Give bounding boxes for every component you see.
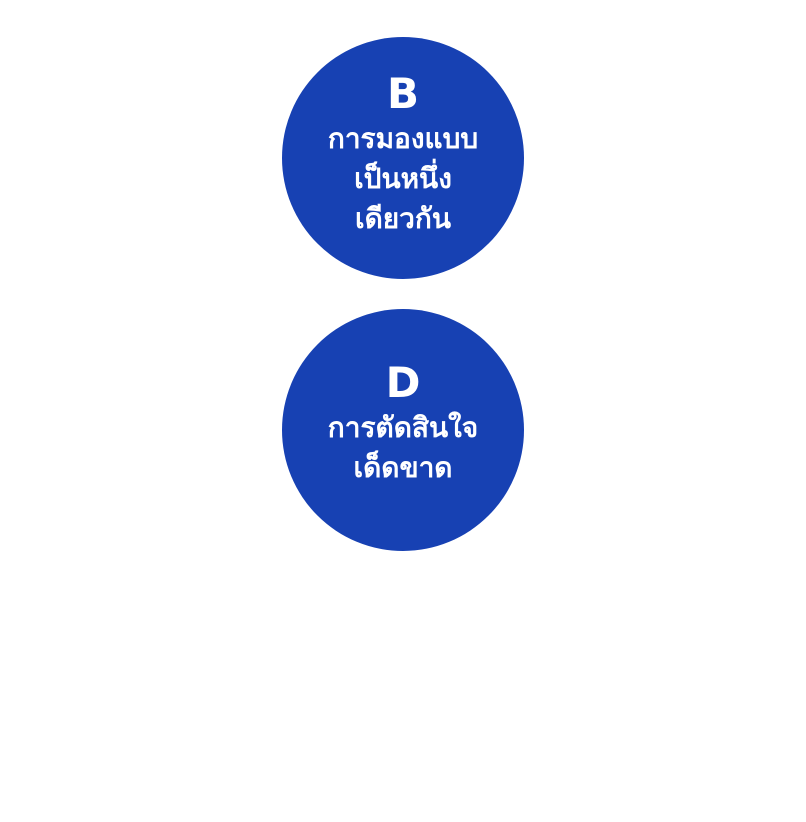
option-d-label: การตัดสินใจ เด็ดขาด	[327, 411, 479, 484]
option-b-circle: B การมองแบบ เป็นหนึ่ง เดียวกัน	[282, 37, 524, 279]
option-b-letter: B	[386, 69, 419, 118]
option-d-circle: D การตัดสินใจ เด็ดขาด	[282, 309, 524, 551]
option-b-label: การมองแบบ เป็นหนึ่ง เดียวกัน	[327, 122, 479, 235]
option-d-letter: D	[385, 358, 421, 407]
